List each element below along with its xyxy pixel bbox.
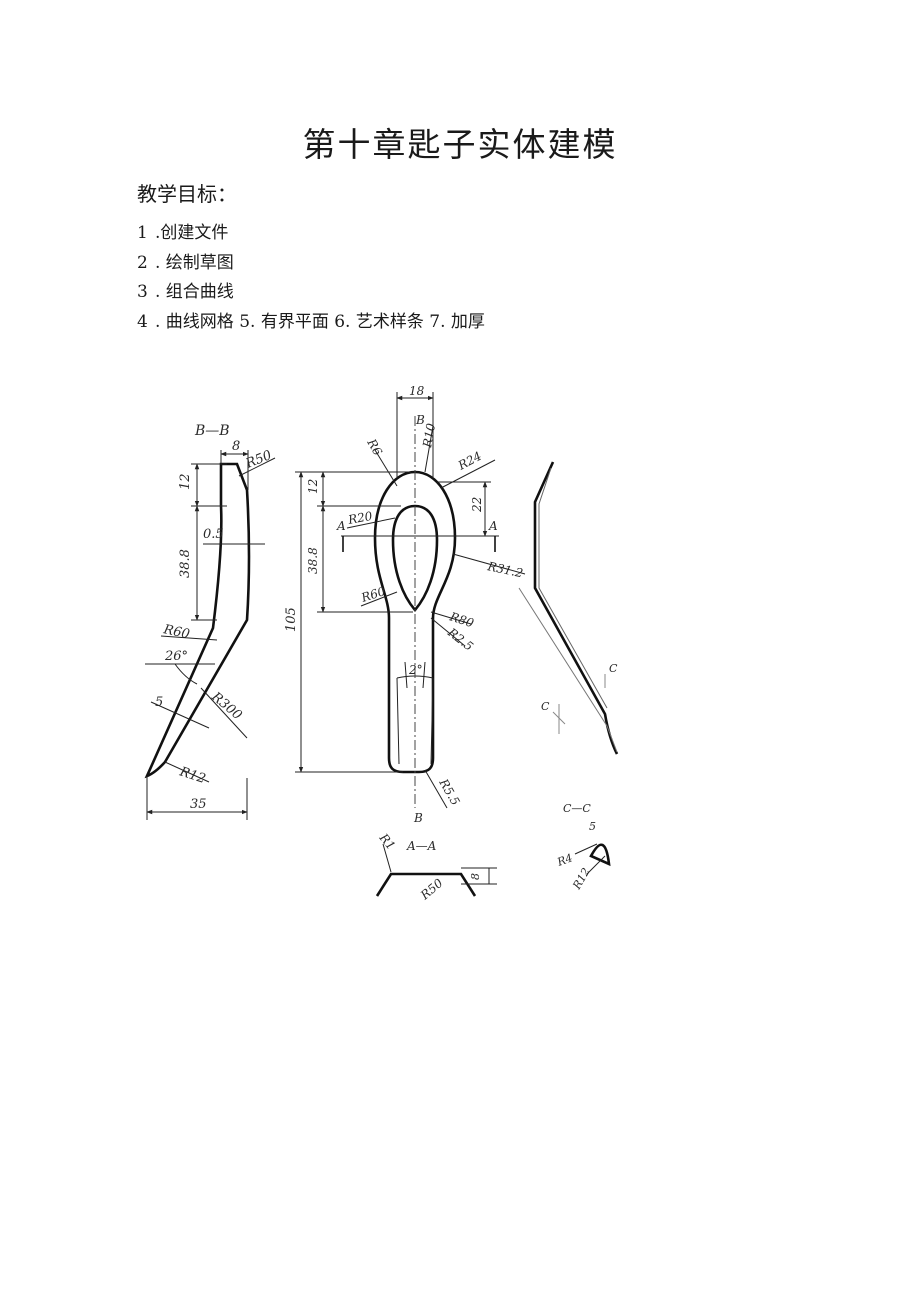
step-number: 3 [137,282,148,302]
dim-8-section: 8 [469,873,482,880]
step-item: 1 .创建文件 [137,219,485,249]
dim-5-cc: 5 [589,820,596,833]
dim-22: 22 [470,497,484,513]
step-text: . 曲线网格 5. 有界平面 6. 艺术样条 7. 加厚 [155,311,485,332]
section-bb-label: B—B [194,423,230,439]
dim-r60-side: R60 [161,622,191,642]
dim-5-side: 5 [155,695,163,710]
dim-r4: R4 [555,851,575,869]
step-number: 1 [137,223,148,243]
section-c-top: C [609,662,618,675]
step-item: 4 . 曲线网格 5. 有界平面 6. 艺术样条 7. 加厚 [137,308,485,338]
step-text: . 绘制草图 [155,252,234,273]
section-b-bottom: B [413,811,423,825]
step-number: 4 [137,311,148,332]
dim-38-8-side: 38.8 [178,549,193,578]
dim-35: 35 [190,797,207,812]
dim-2-deg: 2° [408,663,423,677]
steps-list: 1 .创建文件 2 . 绘制草图 3 . 组合曲线 4 . 曲线网格 5. 有界平面 6… [137,219,485,337]
dim-r12-cc: R12 [570,866,593,893]
side-view-right: C C [518,461,619,755]
dim-26-deg: 26° [164,649,188,664]
drawing-canvas: B—B 8 R50 12 38.8 0.5 R60 26° 5 R300 [144,384,619,903]
dim-r24: R24 [455,449,484,473]
section-aa-view: A—A R1 R50 8 [375,830,497,903]
page-title: 第十章匙子实体建模 [302,125,618,164]
step-text: .创建文件 [155,223,229,243]
dim-r12-side: R12 [177,764,208,787]
dim-r5-5: R5.5 [436,776,463,808]
dim-r300: R300 [208,689,245,723]
dim-r60-top: R60 [359,584,388,605]
section-aa-label: A—A [406,839,437,853]
step-item: 2 . 绘制草图 [137,249,485,279]
dim-r6: R6 [364,436,385,459]
section-a-right: A [488,519,498,533]
dim-12-top: 12 [306,479,320,494]
objectives-label: 教学目标： [137,182,237,206]
step-item: 3 . 组合曲线 [137,278,485,308]
dim-r10: R10 [420,422,438,450]
dim-r50-section: R50 [417,876,446,903]
step-number: 2 [137,252,148,273]
section-c-left: C [541,700,550,713]
dim-r1: R1 [376,830,398,853]
dim-r20: R20 [346,509,374,527]
section-a-left: A [336,519,346,533]
spoon-technical-drawing: B—B 8 R50 12 38.8 0.5 R60 26° 5 R300 [135,378,620,912]
section-bb-view: B—B 8 R50 12 38.8 0.5 R60 26° 5 R300 [144,423,276,820]
step-text: . 组合曲线 [155,282,234,302]
dim-18: 18 [409,384,425,398]
spoon-bowl-outline [391,504,439,612]
dim-0-5: 0.5 [203,527,224,542]
dim-8: 8 [232,439,240,454]
dim-r31-2: R31.2 [485,559,524,580]
section-cc-label: C—C [563,802,591,815]
section-aa-outline [375,872,477,897]
section-cc-view: C—C 5 R4 R12 [555,802,611,893]
section-cc-outline [589,843,611,867]
section-b-top: B [415,413,425,427]
dim-105: 105 [284,607,299,632]
dim-12-side: 12 [178,473,193,490]
top-view: B B 18 R10 R6 R24 105 12 38.8 22 A [284,384,526,825]
side-profile-outline [144,462,251,779]
dim-38-8-top: 38.8 [306,547,320,574]
